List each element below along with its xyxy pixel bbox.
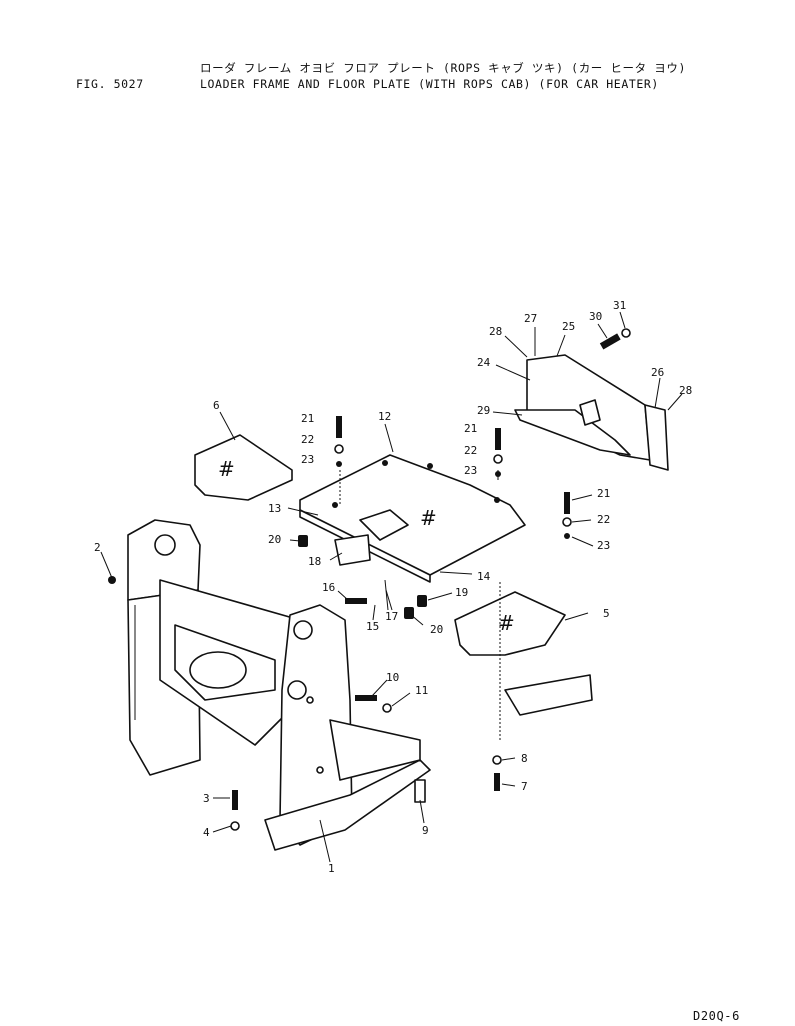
callout-21a: 21 <box>301 412 314 425</box>
hardware <box>108 328 631 831</box>
plate-12-mark: # <box>420 506 437 530</box>
callout-1: 1 <box>328 862 335 875</box>
callout-2: 2 <box>94 541 101 554</box>
callout-22c: 22 <box>597 513 610 526</box>
callout-31: 31 <box>613 299 626 312</box>
callout-19: 19 <box>455 586 468 599</box>
callout-15: 15 <box>366 620 379 633</box>
callout-17: 17 <box>385 610 398 623</box>
callout-23a: 23 <box>301 453 314 466</box>
floor-plate-12: # <box>299 454 526 583</box>
callout-25: 25 <box>562 320 575 333</box>
plate-5: # <box>454 591 593 716</box>
callout-30: 30 <box>589 310 602 323</box>
title-japanese: ローダ フレーム オヨビ フロア プレート (ROPS キャブ ツキ) (カー … <box>200 61 686 75</box>
callout-29: 29 <box>477 404 490 417</box>
callout-21c: 21 <box>597 487 610 500</box>
callout-20a: 20 <box>268 533 281 546</box>
callouts: 1 2 3 4 5 6 7 8 9 10 11 12 13 14 15 16 1… <box>94 299 692 875</box>
callout-23b: 23 <box>464 464 477 477</box>
callout-22b: 22 <box>464 444 477 457</box>
callout-26: 26 <box>651 366 664 379</box>
loader-frame <box>127 519 431 851</box>
callout-8: 8 <box>521 752 528 765</box>
callout-21b: 21 <box>464 422 477 435</box>
callout-9: 9 <box>422 824 429 837</box>
callout-18: 18 <box>308 555 321 568</box>
figure-number: FIG. 5027 <box>76 77 144 91</box>
callout-13: 13 <box>268 502 281 515</box>
callout-11: 11 <box>415 684 428 697</box>
callout-12: 12 <box>378 410 391 423</box>
bracket-24 <box>514 354 669 471</box>
callout-28b: 28 <box>679 384 692 397</box>
callout-6: 6 <box>213 399 220 412</box>
plate-5-mark: # <box>498 611 515 635</box>
plate-6: # <box>194 434 293 501</box>
callout-10: 10 <box>386 671 399 684</box>
callout-14: 14 <box>477 570 491 583</box>
callout-20b: 20 <box>430 623 443 636</box>
callout-23c: 23 <box>597 539 610 552</box>
callout-3: 3 <box>203 792 210 805</box>
page-code: D20Q-6 <box>693 1009 740 1023</box>
title-english: LOADER FRAME AND FLOOR PLATE (WITH ROPS … <box>200 77 659 91</box>
leader-lines <box>100 311 683 863</box>
plate-6-mark: # <box>218 457 235 481</box>
callout-24: 24 <box>477 356 491 369</box>
callout-7: 7 <box>521 780 528 793</box>
callout-27: 27 <box>524 312 537 325</box>
callout-22a: 22 <box>301 433 314 446</box>
callout-5: 5 <box>603 607 610 620</box>
callout-4: 4 <box>203 826 210 839</box>
callout-16: 16 <box>322 581 335 594</box>
callout-28a: 28 <box>489 325 502 338</box>
